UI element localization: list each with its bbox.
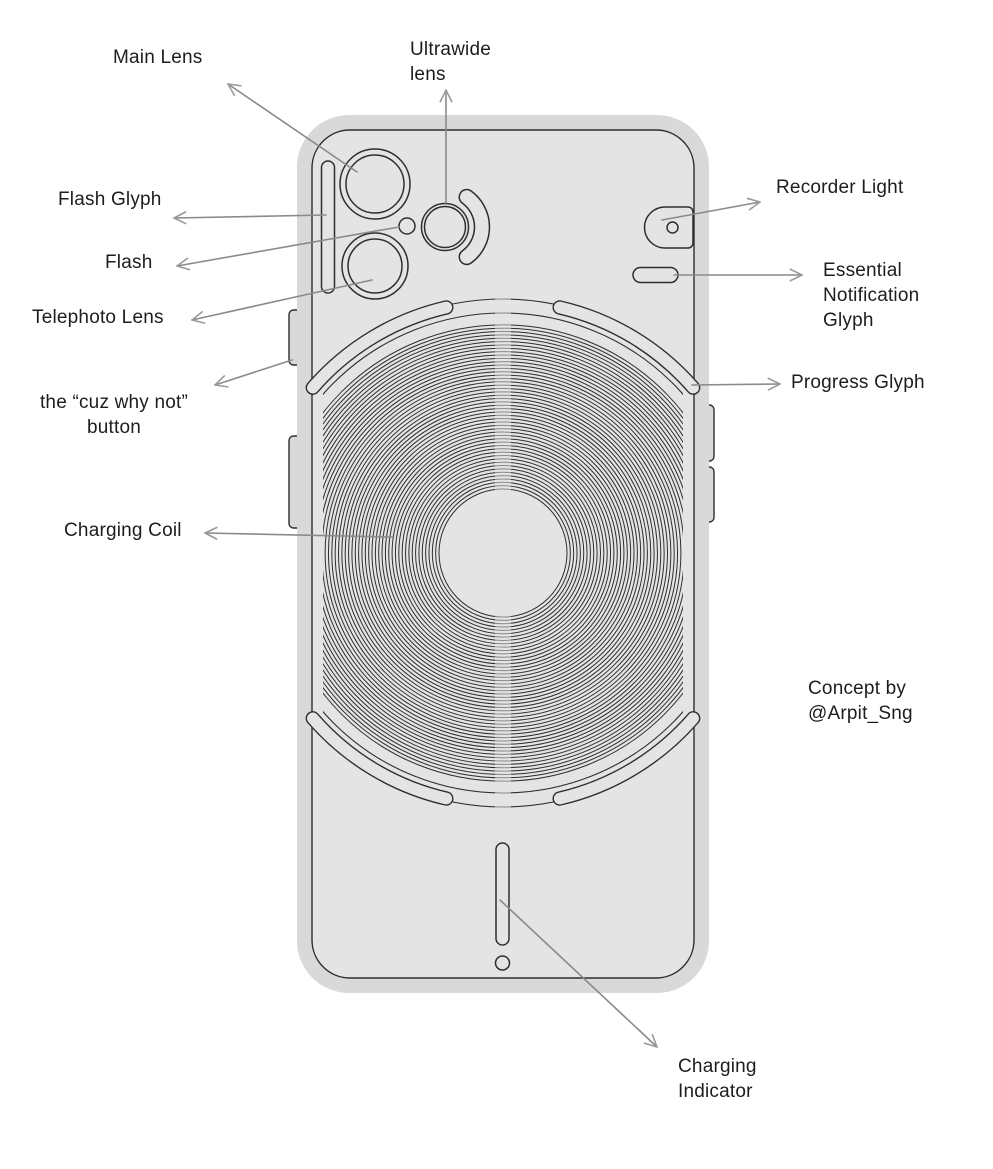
arrowhead-flash — [176, 257, 189, 267]
arrowhead-flash — [176, 265, 191, 271]
leader-line-charging-indicator — [499, 899, 658, 1048]
progress-glyph-arc — [305, 711, 454, 806]
progress-glyph-arc — [552, 711, 701, 806]
ultrawide-lens-label: Ultrawide lens — [410, 39, 491, 85]
arrowhead-progress-glyph — [767, 377, 781, 385]
charging-indicator — [495, 842, 510, 946]
credit-text: Concept by @Arpit_Sng — [808, 678, 913, 724]
telephoto-lens-label: Telephoto Lens — [32, 307, 164, 328]
leader-line-recorder-light — [661, 201, 761, 221]
recorder-light-group — [643, 206, 694, 249]
arrowhead-main-lens — [227, 83, 242, 87]
arrowhead-cuz-why-not-button — [214, 384, 229, 388]
camera-crescent-glyph — [458, 188, 491, 266]
flash-glyph-label: Flash Glyph — [58, 189, 162, 210]
ultrawide-lens — [420, 202, 470, 252]
recorder-light-dot — [666, 221, 679, 234]
recorder-light — [643, 206, 694, 249]
charging-indicator-dot — [494, 955, 511, 971]
arrowhead-flash-glyph — [173, 217, 187, 225]
arrowhead-charging-indicator — [643, 1042, 658, 1048]
arrowhead-recorder-light — [746, 197, 761, 203]
progress-glyph-label: Progress Glyph — [791, 372, 925, 393]
leader-line-flash — [176, 226, 400, 267]
leader-line-main-lens — [227, 83, 358, 173]
flash-glyph-strip — [320, 160, 336, 294]
arrowhead-ultrawide-lens — [439, 89, 447, 103]
progress-glyph-arcs — [305, 300, 701, 806]
charging-coil — [323, 298, 683, 810]
charging-indicator-label: Charging Indicator — [678, 1056, 757, 1102]
leader-line-progress-glyph — [691, 383, 781, 386]
arrowhead-telephoto-lens — [191, 319, 206, 324]
arrowhead-telephoto-lens — [191, 311, 203, 321]
arrowhead-essential-glyph — [789, 268, 803, 276]
leader-line-charging-coil — [204, 532, 393, 538]
cuz-why-not-button-label: the “cuz why not” button — [39, 392, 189, 438]
arrowhead-cuz-why-not-button — [214, 375, 226, 386]
arrowhead-charging-coil — [204, 532, 218, 540]
progress-glyph-arc — [552, 300, 701, 395]
arrowhead-charging-indicator — [651, 1034, 658, 1048]
main-lens — [339, 148, 411, 220]
leader-lines — [173, 83, 803, 1048]
essential-notification-glyph-label: Essential Notification Glyph — [823, 260, 920, 331]
flash-label: Flash — [105, 252, 153, 273]
arrowhead-charging-coil — [204, 526, 218, 534]
charging-coil-label: Charging Coil — [64, 520, 182, 541]
leader-line-cuz-why-not-button — [214, 359, 293, 386]
leader-line-telephoto-lens — [191, 279, 373, 321]
arrowhead-main-lens — [227, 83, 236, 97]
main-lens-inner-ring — [345, 154, 405, 214]
recorder-light-label: Recorder Light — [776, 177, 904, 198]
arrowhead-progress-glyph — [767, 383, 781, 391]
charging-indicator-group — [494, 842, 511, 971]
flash — [398, 217, 416, 235]
arrowhead-flash-glyph — [173, 211, 187, 219]
main-lens-label: Main Lens — [113, 47, 203, 68]
arrowhead-essential-glyph — [789, 274, 803, 282]
coil-seam — [495, 298, 511, 810]
telephoto-lens — [341, 232, 409, 300]
camera-cluster — [320, 148, 491, 300]
arrowhead-recorder-light — [748, 201, 761, 211]
telephoto-lens-inner-ring — [347, 238, 403, 294]
leader-line-flash-glyph — [173, 214, 327, 219]
ultrawide-lens-inner-ring — [423, 205, 467, 249]
progress-glyph-arc — [305, 300, 454, 395]
arrowhead-ultrawide-lens — [445, 89, 453, 103]
